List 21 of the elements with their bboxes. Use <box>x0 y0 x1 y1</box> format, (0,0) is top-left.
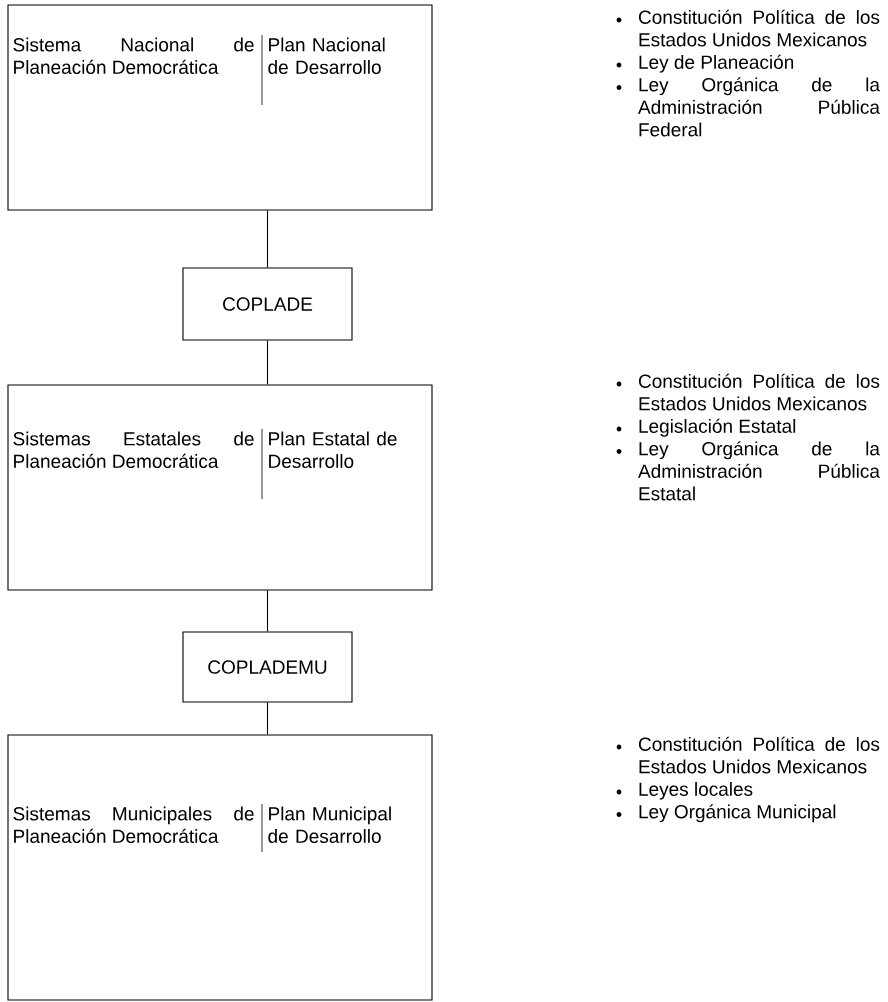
bullet-item: Legislación Estatal <box>616 418 796 437</box>
connector-line <box>266 702 269 735</box>
box-label: Plan Estatal de Desarrollo <box>269 431 397 468</box>
process-box: COPLADE <box>182 267 353 341</box>
box-label: Sistemas Estatales de Planeación Democrática <box>13 431 254 468</box>
bullet-item: Ley Orgánica de la Administración Pública Federal <box>616 77 880 137</box>
box-label: Plan Nacional de Desarrollo <box>268 37 385 74</box>
bullet-item: Leyes locales <box>616 782 753 800</box>
bullet-item: Ley Orgánica Municipal <box>616 804 836 823</box>
box-label: Plan Municipal de Desarrollo <box>268 806 391 843</box>
bullet-item: Constitución Política de los Estados Unidos Mexicanos <box>616 373 880 411</box>
box-label: Sistema Nacional de Planeación Democrática <box>13 37 254 74</box>
bullet-item: Ley de Planeación <box>616 54 794 73</box>
connector-line <box>266 210 269 268</box>
bullet-item: Constitución Política de los Estados Unidos Mexicanos <box>616 736 880 774</box>
bullet-item: Constitución Política de los Estados Unidos Mexicanos <box>616 9 880 47</box>
connector-line <box>266 590 269 632</box>
bullet-item: Ley Orgánica de la Administración Pública Estatal <box>616 441 880 501</box>
process-box: COPLADEMU <box>182 631 353 703</box>
box-label: Sistemas Municipales de Planeación Democrática <box>13 806 254 843</box>
connector-line <box>266 340 269 385</box>
